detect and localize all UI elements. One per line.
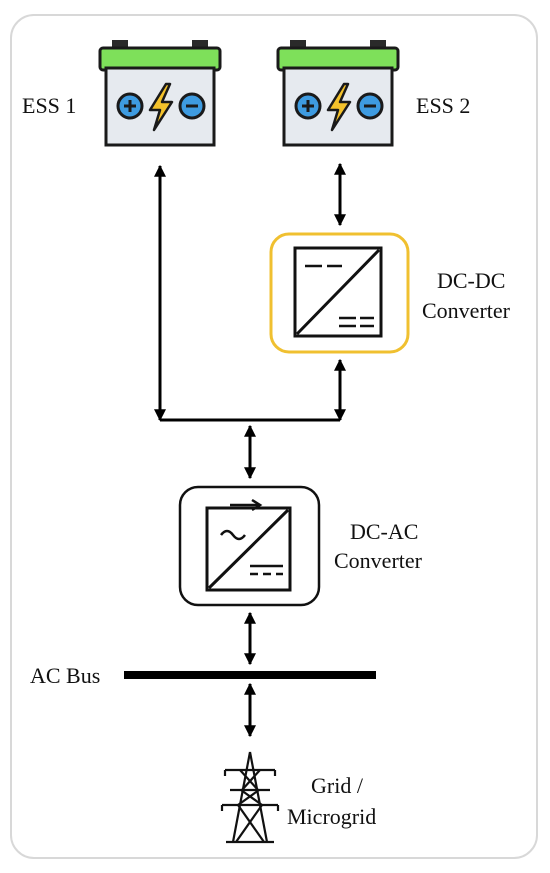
dcac-label-line1: DC-AC: [350, 519, 419, 544]
grid-label-line2: Microgrid: [287, 804, 377, 829]
dcac-label-line2: Converter: [334, 548, 422, 573]
ess1-label: ESS 1: [22, 93, 77, 118]
dcdc-label-line2: Converter: [422, 298, 510, 323]
dcac-converter-icon: [178, 485, 321, 607]
dcdc-converter-icon: [269, 232, 410, 354]
connection-lines: [154, 162, 346, 738]
ac-bus-label: AC Bus: [30, 663, 101, 688]
ess2-battery-icon: [276, 40, 400, 147]
diagram-frame: [10, 14, 538, 859]
dcdc-label-line1: DC-DC: [437, 268, 506, 293]
ess1-battery-icon: [98, 40, 222, 147]
transmission-tower-icon: [220, 751, 280, 844]
ac-bus-bar: [124, 671, 376, 679]
grid-label-line1: Grid /: [311, 773, 363, 798]
ess2-label: ESS 2: [416, 93, 471, 118]
